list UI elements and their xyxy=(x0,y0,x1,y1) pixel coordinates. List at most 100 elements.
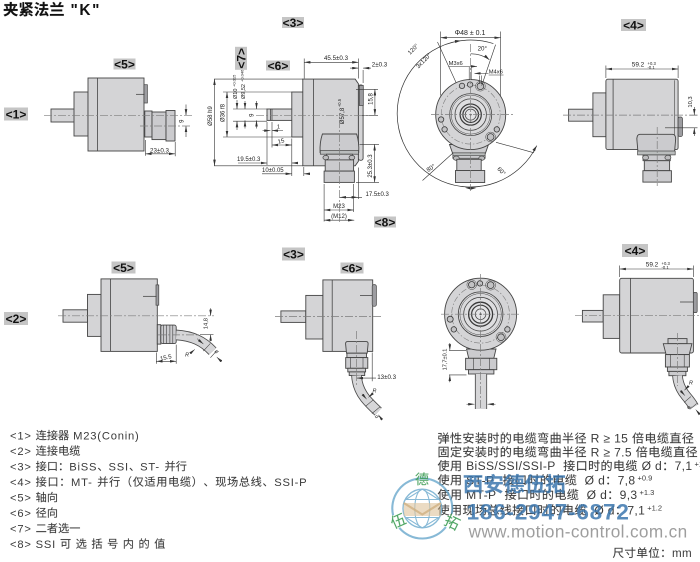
svg-text:23±0.3: 23±0.3 xyxy=(150,147,169,154)
svg-text:<7>: <7> xyxy=(10,523,32,535)
svg-text:15: 15 xyxy=(277,138,286,146)
svg-text:-0.1: -0.1 xyxy=(662,265,670,270)
svg-text:M23(Conin): M23(Conin) xyxy=(73,430,139,442)
svg-text:≥: ≥ xyxy=(603,432,610,446)
svg-text:17,7±0.1: 17,7±0.1 xyxy=(442,349,448,371)
svg-text:<8>: <8> xyxy=(375,215,396,229)
svg-text:60°: 60° xyxy=(495,166,506,177)
svg-text:+0.3: +0.3 xyxy=(662,261,671,266)
svg-text:20°: 20° xyxy=(478,45,488,52)
svg-text:45.5±0.3: 45.5±0.3 xyxy=(324,55,349,62)
svg-text:19.5±0.3: 19.5±0.3 xyxy=(237,157,261,163)
svg-text:59.2: 59.2 xyxy=(646,262,659,269)
svg-text:120°: 120° xyxy=(407,43,420,57)
svg-text:59.2: 59.2 xyxy=(632,62,645,69)
svg-text:10,3: 10,3 xyxy=(688,96,694,107)
svg-text:15,8: 15,8 xyxy=(368,93,374,105)
svg-text:≥: ≥ xyxy=(603,445,610,459)
svg-text:Ø10: Ø10 xyxy=(233,89,239,99)
svg-text:9: 9 xyxy=(249,113,255,117)
svg-text:d: d xyxy=(373,414,380,421)
svg-text:Ø36 f8: Ø36 f8 xyxy=(220,103,226,122)
svg-text:Ø: Ø xyxy=(594,503,604,517)
svg-text:R: R xyxy=(591,445,600,459)
svg-text:Ø: Ø xyxy=(587,488,597,502)
svg-text:d: d xyxy=(598,473,605,487)
svg-text:SSI: SSI xyxy=(109,461,129,473)
svg-text:<8>: <8> xyxy=(10,539,32,551)
svg-text:15.5: 15.5 xyxy=(160,354,173,362)
svg-text:+0.5: +0.5 xyxy=(337,98,342,107)
svg-text:<3>: <3> xyxy=(283,16,304,30)
svg-text:R: R xyxy=(372,388,376,394)
svg-text:d: d xyxy=(685,405,692,412)
svg-text:<7>: <7> xyxy=(234,48,248,69)
svg-text:<6>: <6> xyxy=(342,261,363,275)
svg-text:14,8: 14,8 xyxy=(203,318,209,329)
svg-text:SSI: SSI xyxy=(36,539,56,551)
svg-text:MT-: MT- xyxy=(71,477,93,489)
svg-text:<6>: <6> xyxy=(268,59,289,73)
svg-text:<3>: <3> xyxy=(283,247,304,261)
svg-text:R: R xyxy=(591,432,600,446)
svg-text:d: d xyxy=(213,349,220,356)
svg-text:Φ48 ± 0.1: Φ48 ± 0.1 xyxy=(455,30,486,37)
svg-text:10±0.05: 10±0.05 xyxy=(262,168,284,174)
svg-text:15: 15 xyxy=(614,432,628,446)
svg-text:<5>: <5> xyxy=(10,492,32,504)
svg-text:<2>: <2> xyxy=(10,446,32,458)
svg-text:25.3±0.3: 25.3±0.3 xyxy=(368,154,374,178)
svg-text:<2>: <2> xyxy=(6,312,27,326)
svg-text:Ø58 h9: Ø58 h9 xyxy=(208,105,214,125)
svg-text:1: 1 xyxy=(277,125,280,131)
svg-text:(M12): (M12) xyxy=(331,214,347,220)
svg-text:7,8: 7,8 xyxy=(618,473,636,487)
svg-text:M3x6: M3x6 xyxy=(449,61,463,67)
svg-text:ST-: ST- xyxy=(140,461,160,473)
svg-text:9,3: 9,3 xyxy=(620,488,638,502)
svg-text:+1.2: +1.2 xyxy=(695,459,700,468)
svg-text:+0.015: +0.015 xyxy=(232,74,237,87)
svg-text:BiSS/SSI/SSI-P: BiSS/SSI/SSI-P xyxy=(466,459,556,473)
svg-text:<4>: <4> xyxy=(625,244,646,258)
svg-text:<4>: <4> xyxy=(10,477,32,489)
svg-text:Ø: Ø xyxy=(642,459,652,473)
svg-text:3x120°: 3x120° xyxy=(416,52,434,70)
svg-text:7,1: 7,1 xyxy=(675,459,693,473)
svg-text:13±0.3: 13±0.3 xyxy=(377,374,396,381)
svg-text:Ø57,8: Ø57,8 xyxy=(340,107,346,124)
svg-text:<6>: <6> xyxy=(10,508,32,520)
svg-text:d: d xyxy=(600,488,607,502)
svg-text:7.5: 7.5 xyxy=(614,445,632,459)
svg-text:7,1: 7,1 xyxy=(627,503,645,517)
svg-text:mm: mm xyxy=(672,547,692,560)
svg-text:+1.2: +1.2 xyxy=(647,504,662,513)
svg-text:d: d xyxy=(608,503,615,517)
svg-text:Ø9,52: Ø9,52 xyxy=(241,84,247,99)
svg-text:+0.9: +0.9 xyxy=(638,474,653,483)
svg-text:+0.046: +0.046 xyxy=(240,69,245,82)
svg-text:<3>: <3> xyxy=(10,461,32,473)
svg-text:<1>: <1> xyxy=(6,107,27,121)
svg-text:R: R xyxy=(689,381,693,387)
svg-text:www.motion-control.com.cn: www.motion-control.com.cn xyxy=(468,522,688,542)
svg-text:2±0.3: 2±0.3 xyxy=(372,61,388,68)
svg-text:+1.3: +1.3 xyxy=(640,488,655,497)
svg-text:SSI-P: SSI-P xyxy=(274,477,307,489)
svg-text:+0.3: +0.3 xyxy=(648,61,657,66)
svg-text:Ø: Ø xyxy=(585,473,595,487)
svg-text:"K": "K" xyxy=(70,2,101,19)
svg-text:<4>: <4> xyxy=(623,18,644,32)
svg-text:9: 9 xyxy=(179,119,185,123)
svg-text:d: d xyxy=(655,459,662,473)
svg-text:80°: 80° xyxy=(426,163,437,173)
svg-text:17.5±0.3: 17.5±0.3 xyxy=(366,192,390,198)
svg-text:BiSS: BiSS xyxy=(69,461,97,473)
svg-text:M4x6: M4x6 xyxy=(489,70,503,76)
svg-text:<1>: <1> xyxy=(10,430,32,442)
svg-text:<5>: <5> xyxy=(113,261,134,275)
svg-text:-0.1: -0.1 xyxy=(648,65,656,70)
svg-text:186-2947-6872: 186-2947-6872 xyxy=(467,500,630,525)
svg-text:R: R xyxy=(185,353,189,359)
svg-text:<5>: <5> xyxy=(114,57,135,71)
